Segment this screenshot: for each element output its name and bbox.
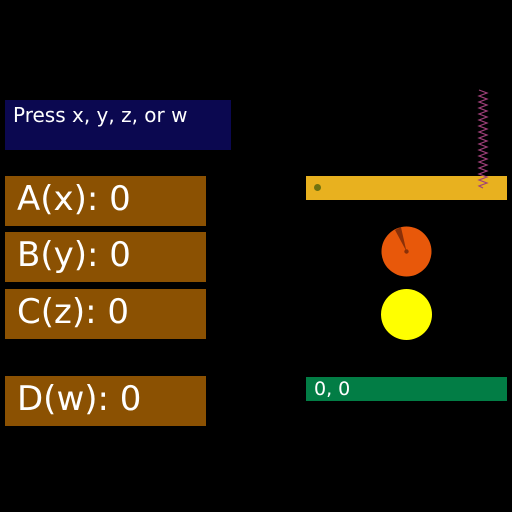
status-bar: 0, 0 [306, 377, 507, 401]
counter-d: D(w): 0 [5, 376, 206, 426]
counter-d-label: D(w): 0 [17, 379, 142, 419]
instruction-prompt: Press x, y, z, or w [5, 100, 231, 150]
instruction-text: Press x, y, z, or w [13, 103, 188, 127]
rotating-wheel-icon [381, 226, 432, 277]
platform-bar [306, 176, 507, 200]
counter-a-label: A(x): 0 [17, 179, 131, 219]
platform-pivot-dot [314, 184, 321, 191]
spring-icon [477, 89, 489, 189]
counter-a: A(x): 0 [5, 176, 206, 226]
counter-b: B(y): 0 [5, 232, 206, 282]
counter-b-label: B(y): 0 [17, 235, 131, 275]
counter-c: C(z): 0 [5, 289, 206, 339]
counter-c-label: C(z): 0 [17, 292, 130, 332]
ball-icon [381, 289, 432, 340]
status-readout: 0, 0 [314, 378, 351, 400]
